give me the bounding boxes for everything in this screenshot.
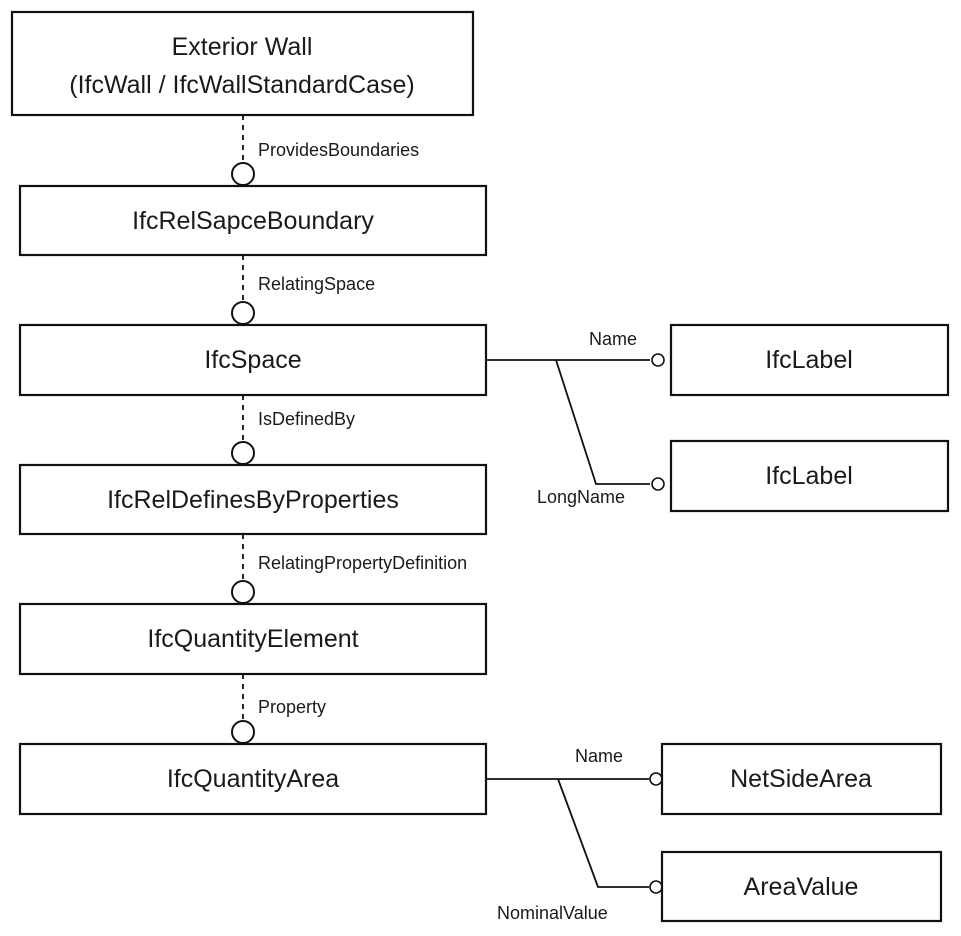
entity-ifc-quantity-element-label: IfcQuantityElement [147, 625, 358, 653]
entity-ifc-quantity-element: IfcQuantityElement [18, 602, 488, 676]
attribute-end-circle [649, 772, 663, 786]
connector-space-attributes [486, 353, 665, 491]
entity-ifc-label-longname-label: IfcLabel [765, 462, 853, 490]
entity-ifc-rel-defines-by-properties: IfcRelDefinesByProperties [18, 463, 488, 536]
connector-relating-property-definition [231, 534, 255, 604]
entity-ifc-label-name: IfcLabel [669, 323, 950, 397]
entity-ifc-rel-space-boundary-label: IfcRelSapceBoundary [132, 207, 374, 235]
relation-label-is-defined-by: IsDefinedBy [258, 409, 355, 429]
relation-label-relating-space: RelatingSpace [258, 274, 375, 294]
connector-end-circle [231, 580, 255, 604]
attribute-label-space-name: Name [589, 329, 637, 349]
attribute-label-space-long-name: LongName [537, 487, 625, 507]
relation-label-provides-boundaries: ProvidesBoundaries [258, 140, 419, 160]
connector-area-attributes [486, 772, 663, 894]
attribute-end-circle [651, 477, 665, 491]
connector-end-circle [231, 162, 255, 186]
attribute-label-area-name: Name [575, 746, 623, 766]
entity-exterior-wall-subtitle: (IfcWall / IfcWallStandardCase) [69, 71, 414, 99]
entity-net-side-area-label: NetSideArea [730, 765, 872, 793]
entity-net-side-area: NetSideArea [660, 742, 943, 816]
connector-property [231, 674, 255, 744]
entity-ifc-rel-defines-by-properties-label: IfcRelDefinesByProperties [107, 486, 399, 514]
connector-end-circle [231, 441, 255, 465]
entity-exterior-wall: Exterior Wall (IfcWall / IfcWallStandard… [10, 10, 475, 117]
entity-ifc-space: IfcSpace [18, 323, 488, 397]
entity-ifc-label-longname: IfcLabel [669, 439, 950, 513]
connector-end-circle [231, 301, 255, 325]
entity-ifc-rel-space-boundary: IfcRelSapceBoundary [18, 184, 488, 257]
entity-ifc-space-label: IfcSpace [204, 346, 301, 374]
attribute-label-area-nominal-value: NominalValue [497, 903, 608, 923]
attribute-end-circle [651, 353, 665, 367]
entity-area-value-label: AreaValue [744, 873, 859, 901]
connector-relating-space [231, 255, 255, 325]
relation-label-property: Property [258, 697, 326, 717]
relation-label-relating-property-definition: RelatingPropertyDefinition [258, 553, 467, 573]
connector-end-circle [231, 720, 255, 744]
entity-ifc-label-name-label: IfcLabel [765, 346, 853, 374]
entity-ifc-quantity-area-label: IfcQuantityArea [167, 765, 339, 793]
connector-is-defined-by [231, 395, 255, 465]
entity-exterior-wall-title: Exterior Wall [172, 33, 313, 61]
entity-area-value: AreaValue [660, 850, 943, 923]
attribute-end-circle [649, 880, 663, 894]
entity-ifc-quantity-area: IfcQuantityArea [18, 742, 488, 816]
connector-provides-boundaries [231, 115, 255, 186]
